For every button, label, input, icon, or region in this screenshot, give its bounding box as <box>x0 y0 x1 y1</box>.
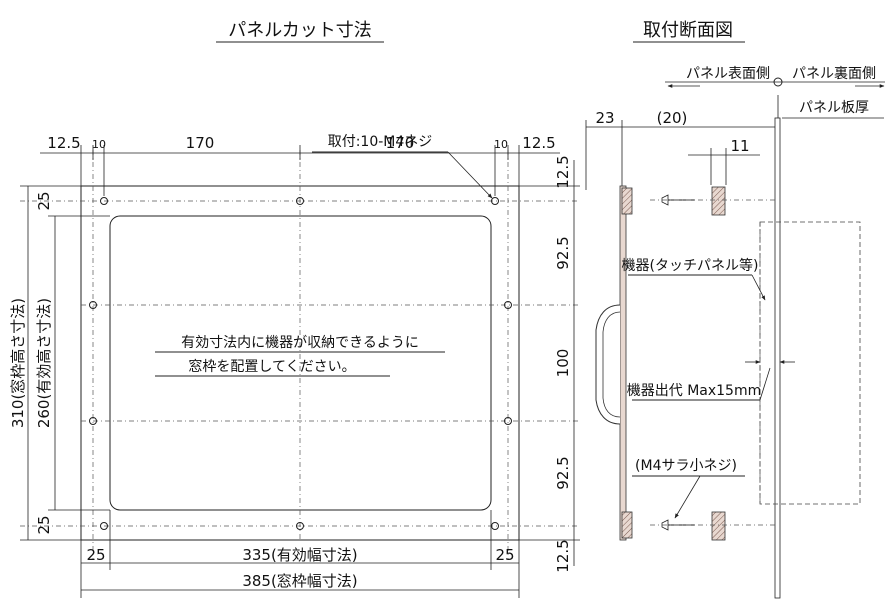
screw-bottom-icon <box>650 519 775 531</box>
mounting-hole <box>491 522 499 530</box>
bezel-section-top <box>621 187 633 215</box>
dim-top-170-left: 170 <box>186 134 215 152</box>
bezel-section-bottom <box>621 511 633 539</box>
spacer-bottom <box>711 511 726 541</box>
cross-section-title: 取付断面図 <box>643 20 733 41</box>
protrusion-leader <box>759 367 771 401</box>
mounting-hole <box>100 522 108 530</box>
dim-window-height: 310(窓枠高さ寸法) <box>9 298 27 428</box>
mounting-hole <box>491 197 499 205</box>
device-leader <box>751 274 766 301</box>
center-note-line-1: 有効寸法内に機器が収納できるように <box>181 335 419 351</box>
dim-top-10-left: 10 <box>92 138 106 151</box>
dim-section-11: 11 <box>730 137 749 155</box>
effective-area-outline <box>109 215 492 511</box>
dim-section-23: 23 <box>595 109 614 127</box>
handle-outline <box>595 304 621 425</box>
dim-window-width: 385(窓枠幅寸法) <box>242 572 357 590</box>
panel-front-side-label: パネル表面側 <box>686 66 770 82</box>
front-bezel <box>619 185 627 541</box>
dim-bottom-25-right: 25 <box>495 546 514 564</box>
mounting-holes <box>89 197 512 530</box>
dim-top-12-5-right: 12.5 <box>522 134 555 152</box>
protrusion-label: 機器出代 Max15mm <box>627 383 761 399</box>
panel-back-side-label: パネル裏面側 <box>792 65 876 82</box>
mounting-hole <box>100 197 108 205</box>
mounting-hole <box>504 417 512 425</box>
m4-screw-label: (M4サラ小ネジ) <box>635 458 737 474</box>
screw-spec-label: 取付:10-M4ネジ <box>328 134 433 150</box>
panel-center-mark <box>773 77 783 87</box>
dim-right-12-5-top: 12.5 <box>554 155 572 188</box>
mounting-hole <box>296 522 304 530</box>
mounting-hole <box>504 301 512 309</box>
dim-left-25-top: 25 <box>35 191 53 210</box>
device-outline <box>759 221 861 505</box>
dim-right-92-5-bottom: 92.5 <box>554 456 572 489</box>
dim-top-170-right: 170 <box>386 134 415 152</box>
dim-top-12-5-left: 12.5 <box>47 134 80 152</box>
panel-thickness-label: パネル板厚 <box>799 100 869 116</box>
dim-right-100: 100 <box>554 349 572 378</box>
panel-plate <box>774 117 781 599</box>
screw-leader-line <box>447 151 493 199</box>
handle-inner <box>602 311 621 418</box>
dim-right-92-5-top: 92.5 <box>554 236 572 269</box>
dim-bottom-25-left: 25 <box>86 546 105 564</box>
dim-effective-height: 260(有効高さ寸法) <box>35 298 53 428</box>
dim-left-25-bottom: 25 <box>35 515 53 534</box>
m4-screw-leader <box>674 475 701 519</box>
top-extension-lines <box>80 145 520 196</box>
center-note-line-2: 窓枠を配置してください。 <box>188 358 355 375</box>
mounting-hole <box>89 301 97 309</box>
spacer-top <box>711 186 726 216</box>
mounting-hole <box>296 197 304 205</box>
device-label: 機器(タッチパネル等) <box>622 257 759 274</box>
dim-top-10-right: 10 <box>494 138 508 151</box>
dim-section-20: (20) <box>657 109 688 127</box>
screw-top-icon <box>650 194 775 206</box>
dim-right-12-5-bottom: 12.5 <box>554 539 572 572</box>
panel-cut-title: パネルカット寸法 <box>228 20 371 41</box>
dim-effective-width: 335(有効幅寸法) <box>242 546 357 564</box>
mounting-hole <box>89 417 97 425</box>
